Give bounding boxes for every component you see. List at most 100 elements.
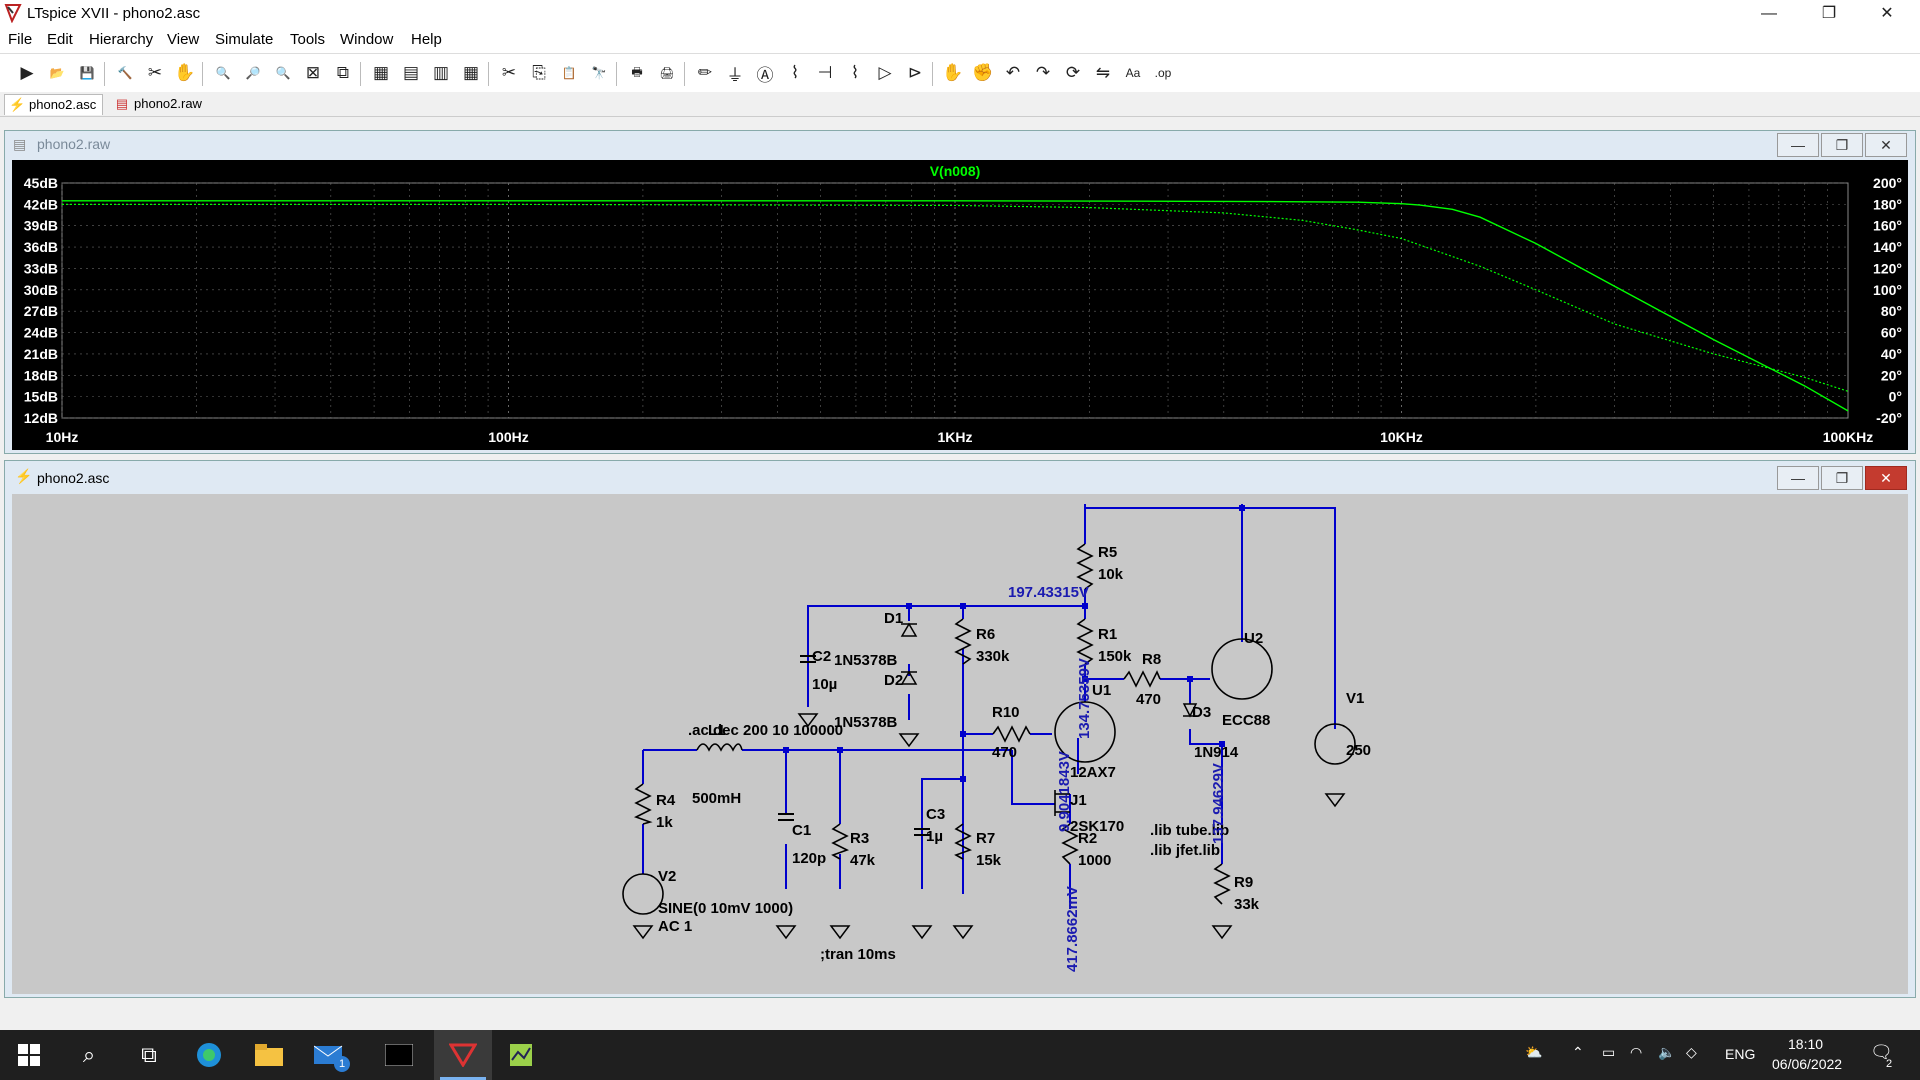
ground-icon[interactable]: ⏚ [726, 65, 744, 85]
menu-hierarchy[interactable]: Hierarchy [89, 31, 154, 48]
tile-horizontal-icon[interactable]: ▤ [402, 63, 420, 82]
component-ref-v1: V1 [1346, 690, 1365, 707]
diode-icon[interactable]: ▷ [878, 63, 892, 82]
print-icon[interactable]: 🖨 [659, 66, 675, 80]
control-panel-icon[interactable]: 🔨 [117, 66, 133, 80]
undo-icon[interactable]: ↶ [1005, 63, 1021, 82]
magnitude-trace [62, 200, 1849, 412]
component-value-r1: 150k [1098, 648, 1132, 665]
paste-icon[interactable]: 📋 [561, 66, 577, 80]
inductor-icon[interactable]: ⌇ [850, 63, 860, 82]
tab-phono2-asc[interactable]: ⚡ phono2.asc [4, 94, 104, 115]
search-icon[interactable]: ⌕ [82, 1042, 96, 1067]
tab-label: phono2.raw [134, 96, 202, 111]
menu-help[interactable]: Help [411, 31, 442, 48]
chevron-up-icon[interactable]: ⌃ [1572, 1044, 1584, 1060]
tile-vertical-icon[interactable]: ▦ [462, 63, 480, 82]
clock-time[interactable]: 18:10 [1788, 1036, 1824, 1052]
capacitor-symbols [778, 655, 930, 836]
mirror-icon[interactable]: ⇋ [1095, 63, 1111, 82]
component-value-r8: 470 [1136, 691, 1162, 708]
zoom-area-icon[interactable]: 🔎 [245, 66, 261, 80]
run-icon[interactable]: ▶ [20, 63, 34, 82]
drag-icon[interactable]: ✊ [972, 63, 994, 82]
weather-icon[interactable]: ⛅ [1525, 1044, 1543, 1060]
schematic-maximize-button[interactable]: ❐ [1821, 466, 1863, 490]
clock-date[interactable]: 06/06/2022 [1772, 1056, 1843, 1072]
notifications-icon[interactable]: 🗨 [1870, 1042, 1893, 1062]
autorange-icon[interactable]: ⧉ [336, 63, 350, 82]
move-icon[interactable]: ✋ [942, 63, 964, 82]
grid-icon[interactable]: ▦ [372, 63, 390, 82]
menu-view[interactable]: View [167, 31, 200, 48]
save-icon[interactable]: 💾 [79, 66, 95, 80]
wire-junctions [783, 505, 1245, 782]
component-ref-r9: R9 [1234, 874, 1254, 891]
halt-icon[interactable]: ✂ [147, 63, 163, 82]
label-net-icon[interactable]: Ⓐ [756, 65, 774, 85]
jfet-j1 [1054, 790, 1070, 816]
cascade-icon[interactable]: ▥ [432, 63, 450, 82]
zoom-in-icon[interactable]: 🔍 [215, 66, 231, 80]
schematic-window-title: phono2.asc [37, 470, 110, 486]
wire-icon[interactable]: ✏ [697, 63, 713, 82]
v2-ac-spec: AC 1 [658, 918, 693, 935]
source-v2 [622, 873, 664, 915]
find-icon[interactable]: 🔭 [591, 66, 607, 80]
volume-icon[interactable]: 🔈 [1658, 1044, 1676, 1060]
node-voltage-label: 137.94629V [1210, 763, 1227, 844]
component-value-j1: 2SK170 [1070, 818, 1125, 835]
file-explorer-icon[interactable] [244, 1030, 294, 1080]
print-preview-icon[interactable]: 🖶 [631, 64, 643, 79]
component-ref-d2: D2 [884, 672, 904, 689]
plot-maximize-button[interactable]: ❐ [1821, 133, 1863, 157]
capacitor-icon[interactable]: ⊣ [817, 63, 833, 82]
component-value-c2: 10µ [812, 676, 838, 693]
dropbox-icon[interactable]: ◇ [1686, 1044, 1697, 1060]
y-right-tick-label: 120° [1873, 260, 1902, 276]
menu-edit[interactable]: Edit [47, 31, 73, 48]
open-icon[interactable]: 📂 [49, 66, 65, 80]
y-left-tick-label: 36dB [24, 239, 58, 255]
terminal-icon[interactable] [374, 1030, 424, 1080]
y-right-tick-label: 40° [1881, 346, 1902, 362]
menu-tools[interactable]: Tools [290, 31, 326, 48]
schematic-minimize-button[interactable]: — [1777, 466, 1819, 490]
language-indicator[interactable]: ENG [1725, 1046, 1756, 1062]
mail-icon[interactable]: 1 [304, 1030, 354, 1080]
minimize-button[interactable]: — [1761, 5, 1777, 22]
menu-window[interactable]: Window [340, 31, 394, 48]
spice-directive-icon[interactable]: .op [1154, 66, 1172, 80]
node-voltage-label: 197.43315V [1008, 584, 1089, 601]
start-icon[interactable] [4, 1030, 54, 1080]
rotate-icon[interactable]: ⟳ [1065, 63, 1081, 82]
wifi-icon[interactable]: ◠ [1630, 1044, 1643, 1060]
edge-icon[interactable] [184, 1030, 234, 1080]
cut-icon[interactable]: ✂ [501, 63, 517, 82]
plot-minimize-button[interactable]: — [1777, 133, 1819, 157]
zoom-out-icon[interactable]: 🔍 [275, 66, 291, 80]
tab-phono2-raw[interactable]: ▤ phono2.raw [110, 94, 208, 114]
schematic-close-button[interactable]: ✕ [1865, 466, 1907, 490]
component-icon[interactable]: ⊳ [907, 63, 923, 82]
ltspice-icon[interactable] [434, 1030, 492, 1080]
zoom-fit-icon[interactable]: ⊠ [305, 63, 321, 82]
app-icon[interactable] [496, 1030, 546, 1080]
resistor-icon[interactable]: ⌇ [790, 63, 800, 82]
menu-simulate[interactable]: Simulate [215, 31, 274, 48]
spice-directive: .lib jfet.lib [1150, 842, 1220, 859]
component-ref-r3: R3 [850, 830, 870, 847]
close-button[interactable]: ✕ [1880, 5, 1894, 22]
battery-icon[interactable]: ▭ [1602, 1044, 1616, 1060]
copy-icon[interactable]: ⎘ [532, 63, 546, 82]
text-icon[interactable]: Aa [1125, 66, 1141, 80]
task-view-icon[interactable]: ⧉ [141, 1042, 157, 1067]
redo-icon[interactable]: ↷ [1035, 63, 1051, 82]
maximize-button[interactable]: ❐ [1821, 5, 1837, 22]
pan-icon[interactable]: ✋ [174, 63, 196, 82]
component-value-r9: 33k [1234, 896, 1260, 913]
menu-file[interactable]: File [8, 31, 33, 48]
plot-close-button[interactable]: ✕ [1865, 133, 1907, 157]
